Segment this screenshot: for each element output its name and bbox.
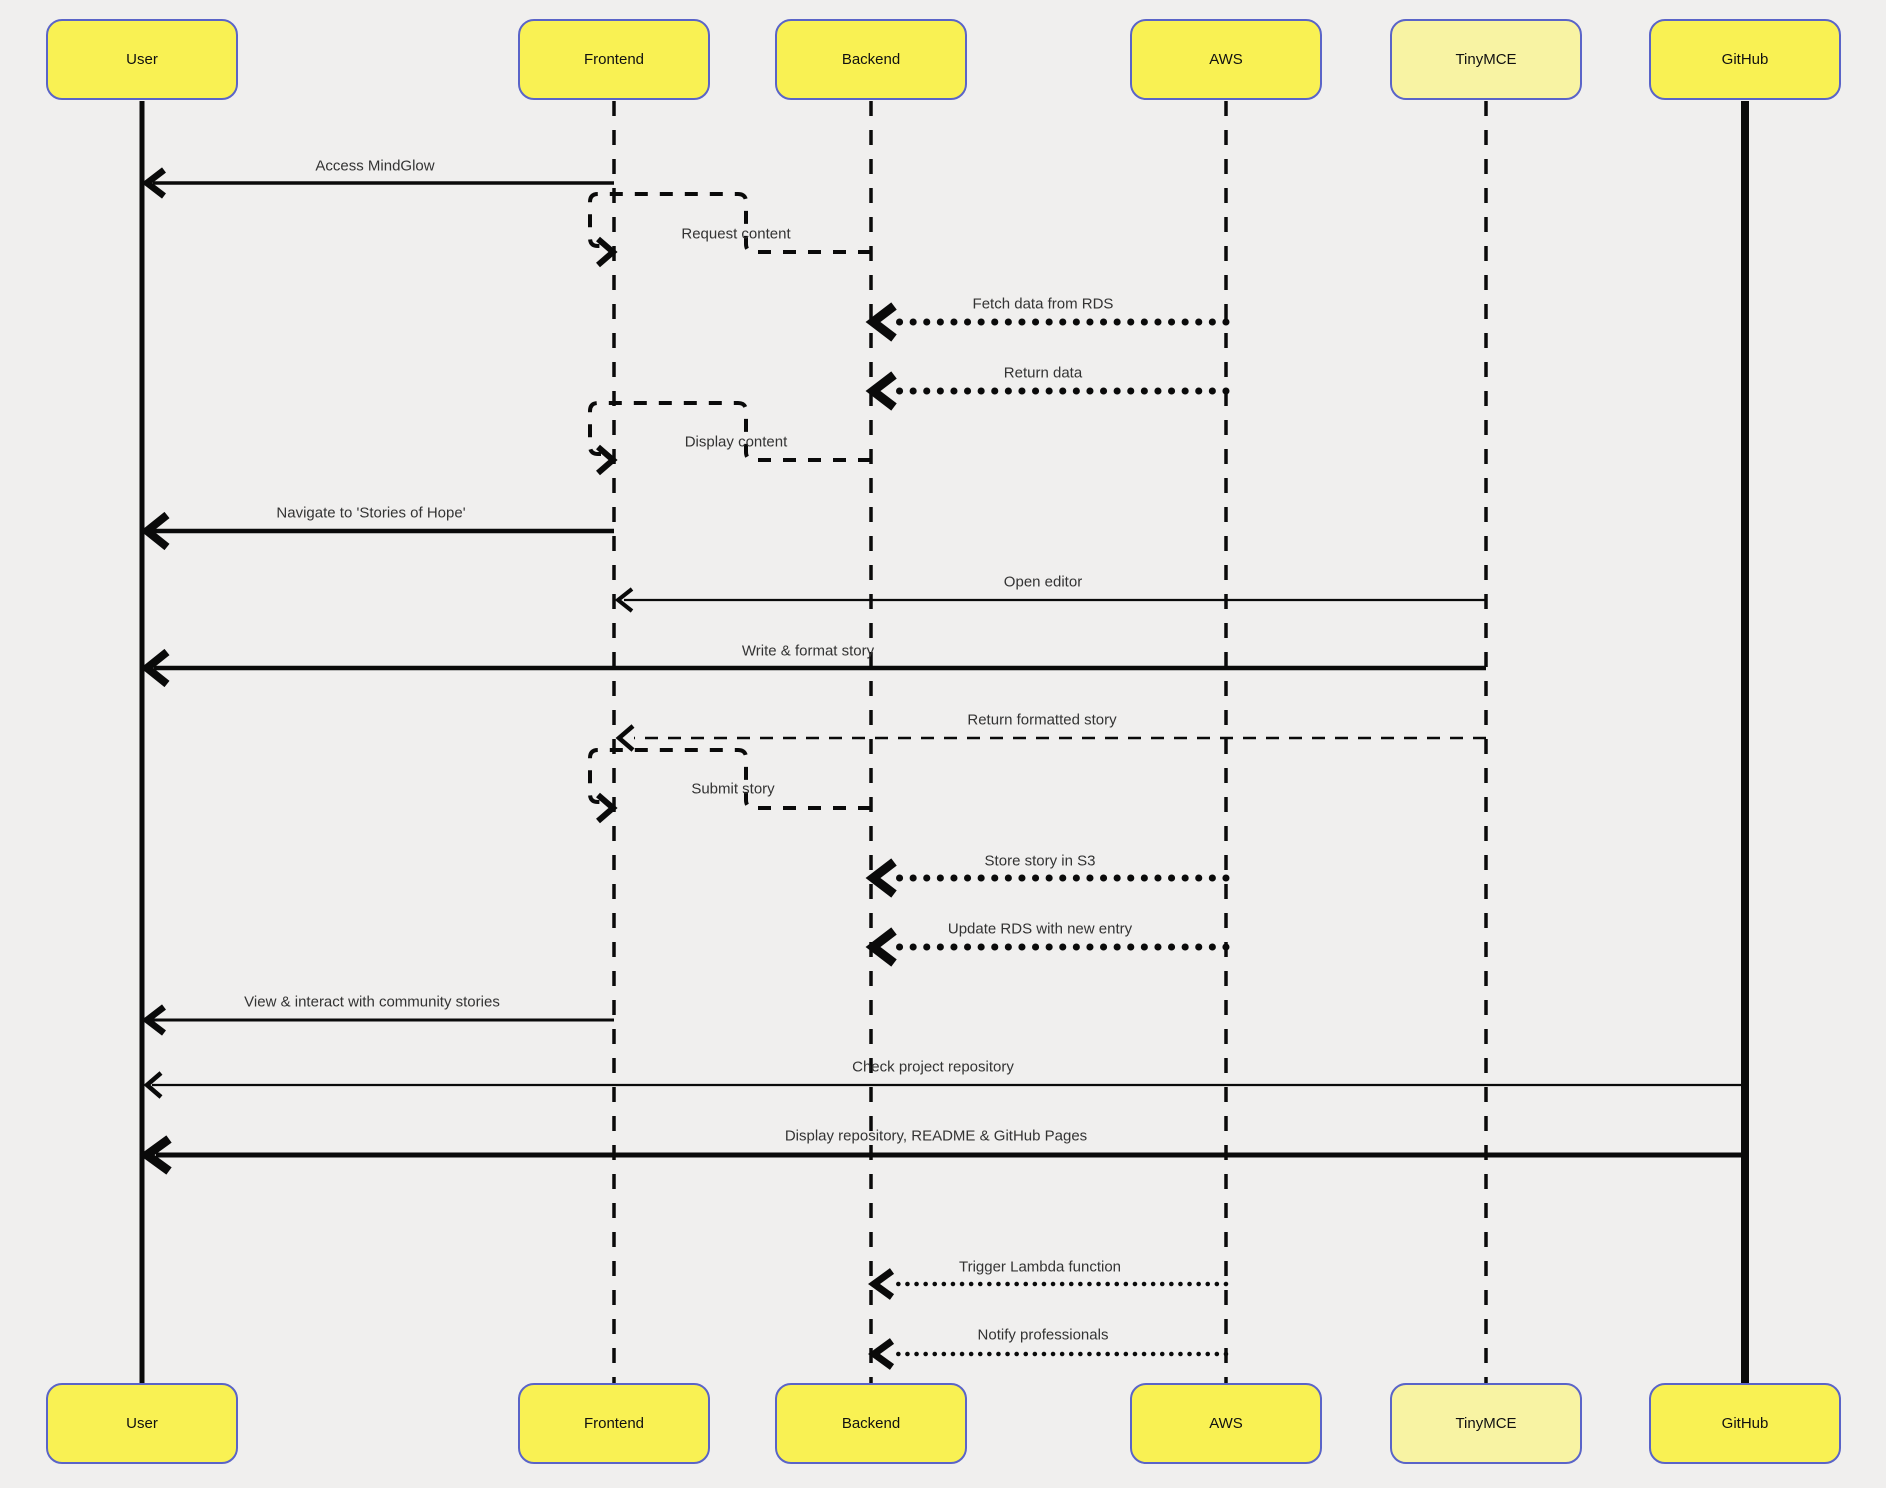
message-arrow-update-rds bbox=[865, 927, 1230, 967]
message-arrow-fetch-data-from-rds bbox=[865, 302, 1230, 342]
actor-box-backend-bottom: Backend bbox=[775, 1383, 967, 1464]
message-label-return-formatted-story: Return formatted story bbox=[967, 711, 1117, 729]
actor-label: User bbox=[126, 1415, 158, 1432]
actor-label: TinyMCE bbox=[1455, 1415, 1517, 1432]
message-arrow-view-interact-stories bbox=[141, 1004, 614, 1036]
message-arrow-return-formatted-story bbox=[615, 724, 1486, 752]
actor-box-aws-top: AWS bbox=[1130, 19, 1322, 100]
message-label-request-content: Request content bbox=[681, 225, 791, 243]
message-arrow-navigate-stories-of-hope bbox=[140, 511, 614, 551]
actor-label: GitHub bbox=[1721, 51, 1769, 68]
actor-box-frontend-top: Frontend bbox=[518, 19, 710, 100]
message-arrow-access-mindglow bbox=[141, 167, 614, 199]
message-arrow-display-repository bbox=[139, 1135, 1745, 1175]
actor-label: User bbox=[126, 51, 158, 68]
message-label-access-mindglow: Access MindGlow bbox=[315, 157, 435, 175]
actor-box-frontend-bottom: Frontend bbox=[518, 1383, 710, 1464]
message-arrow-trigger-lambda bbox=[868, 1268, 1229, 1300]
message-label-trigger-lambda: Trigger Lambda function bbox=[958, 1258, 1122, 1276]
message-label-display-content: Display content bbox=[684, 433, 788, 451]
message-label-write-format-story: Write & format story bbox=[741, 642, 875, 660]
message-arrow-submit-story bbox=[588, 748, 871, 824]
message-label-submit-story: Submit story bbox=[691, 780, 775, 798]
message-arrow-store-story-in-s3 bbox=[865, 858, 1230, 898]
actor-box-github-top: GitHub bbox=[1649, 19, 1841, 100]
message-arrow-write-format-story bbox=[140, 648, 1486, 688]
message-arrow-notify-professionals bbox=[868, 1338, 1229, 1370]
actor-label: Backend bbox=[841, 51, 901, 68]
actor-label: AWS bbox=[1209, 1415, 1243, 1432]
message-arrow-return-data bbox=[865, 371, 1230, 411]
message-label-store-story-in-s3: Store story in S3 bbox=[984, 852, 1096, 870]
actor-box-tinymce-top: TinyMCE bbox=[1390, 19, 1582, 100]
message-label-display-repository: Display repository, README & GitHub Page… bbox=[784, 1127, 1088, 1145]
message-label-fetch-data-from-rds: Fetch data from RDS bbox=[972, 295, 1114, 313]
actor-label: TinyMCE bbox=[1455, 51, 1517, 68]
actor-box-user-top: User bbox=[46, 19, 238, 100]
message-label-open-editor: Open editor bbox=[1003, 573, 1083, 591]
actor-box-aws-bottom: AWS bbox=[1130, 1383, 1322, 1464]
message-label-navigate-stories-of-hope: Navigate to 'Stories of Hope' bbox=[276, 504, 466, 522]
message-arrow-check-project-repository bbox=[143, 1071, 1745, 1099]
actor-box-user-bottom: User bbox=[46, 1383, 238, 1464]
message-label-view-interact-stories: View & interact with community stories bbox=[244, 993, 500, 1011]
actor-label: Backend bbox=[841, 1415, 901, 1432]
message-arrow-display-content bbox=[588, 401, 871, 476]
message-arrow-open-editor bbox=[614, 587, 1486, 613]
actor-box-github-bottom: GitHub bbox=[1649, 1383, 1841, 1464]
actor-box-tinymce-bottom: TinyMCE bbox=[1390, 1383, 1582, 1464]
actor-box-backend-top: Backend bbox=[775, 19, 967, 100]
actor-label: GitHub bbox=[1721, 1415, 1769, 1432]
message-label-notify-professionals: Notify professionals bbox=[977, 1326, 1109, 1344]
message-label-update-rds: Update RDS with new entry bbox=[947, 920, 1133, 938]
message-label-return-data: Return data bbox=[1003, 364, 1083, 382]
actor-label: Frontend bbox=[583, 51, 645, 68]
actor-label: Frontend bbox=[583, 1415, 645, 1432]
message-label-check-project-repository: Check project repository bbox=[852, 1058, 1014, 1076]
message-arrow-request-content bbox=[588, 192, 871, 268]
actor-label: AWS bbox=[1209, 51, 1243, 68]
